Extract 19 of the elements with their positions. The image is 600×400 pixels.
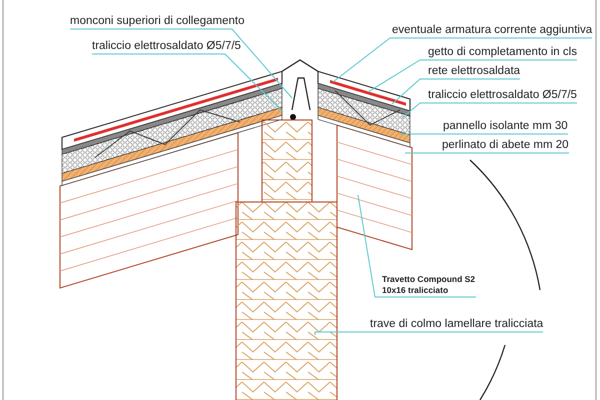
- leader-line: [368, 60, 578, 92]
- leader-line: [402, 102, 578, 118]
- leader-line: [332, 38, 592, 82]
- leader-line: [392, 78, 520, 104]
- callout-label: trave di colmo lamellare tralicciata: [370, 318, 544, 331]
- callout-label: perlinato di abete mm 20: [442, 139, 569, 152]
- callout-label: Travetto Compound S2 10x16 tralicciato: [382, 274, 478, 296]
- leader-line: [92, 54, 284, 112]
- callout-label: traliccio elettrosaldato Ø5/7/5: [92, 40, 241, 53]
- callout-label: getto di completamento in cls: [428, 46, 577, 59]
- callout-label: traliccio elettrosaldato Ø5/7/5: [428, 89, 577, 102]
- callout-label: pannello isolante mm 30: [443, 120, 568, 133]
- callout-label: rete elettrosaldata: [428, 65, 520, 78]
- leader-line: [70, 28, 292, 98]
- callout-label: monconi superiori di collegamento: [70, 15, 245, 28]
- leader-line: [404, 152, 570, 154]
- leader-line: [358, 194, 476, 298]
- callout-label: eventuale armatura corrente aggiuntiva: [392, 24, 592, 37]
- leader-line: [314, 332, 544, 336]
